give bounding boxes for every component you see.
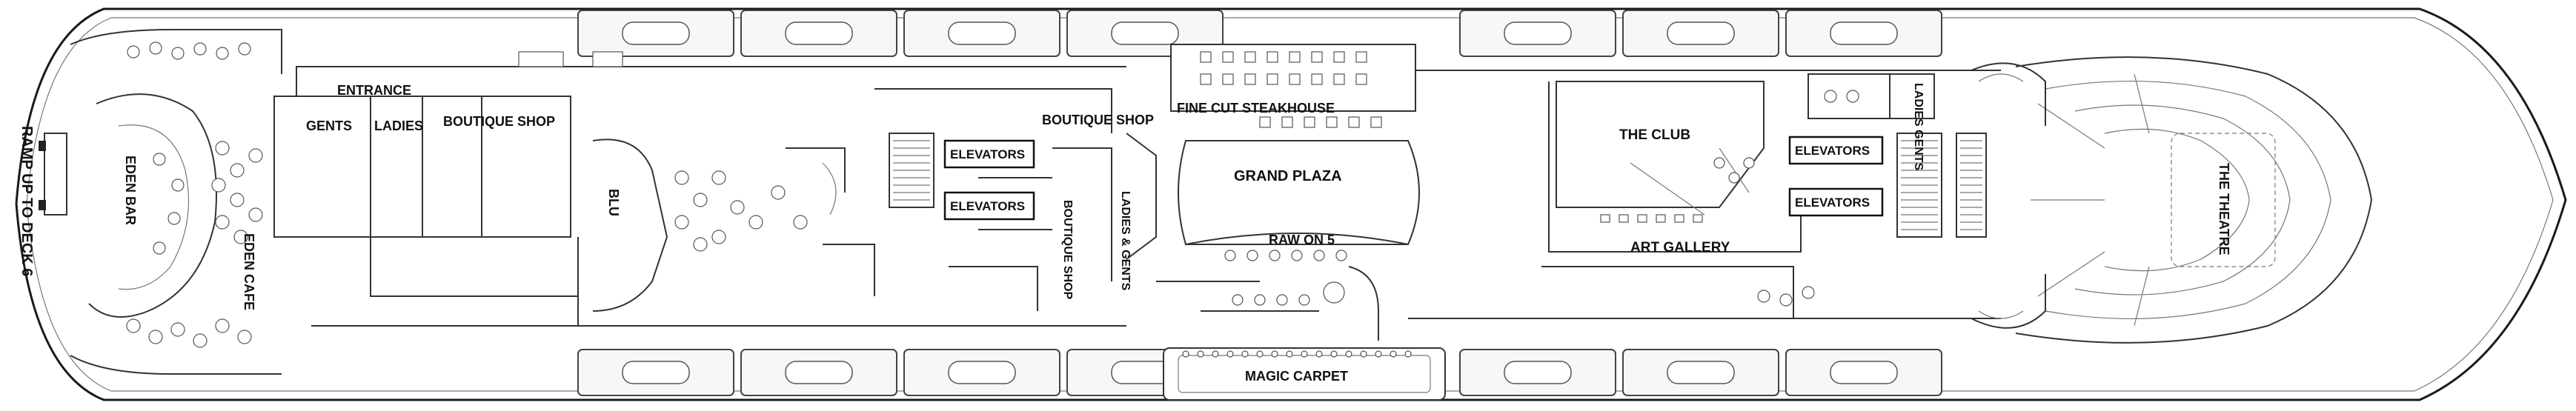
the-club-label: THE CLUB xyxy=(1619,127,1690,143)
ladies-gents-mid-label: LADIES & GENTS xyxy=(1119,191,1132,291)
forward-rooms xyxy=(273,51,623,326)
ladies-gents-aft-label: LADIES GENTS xyxy=(1912,83,1925,171)
grand-plaza-label: GRAND PLAZA xyxy=(1234,168,1342,184)
boutique-shop-1-label: BOUTIQUE SHOP xyxy=(443,114,555,129)
elevators-fwd-1-label: ELEVATORS xyxy=(950,147,1025,161)
blu-label: BLU xyxy=(606,189,621,216)
elevators-fwd-2-label: ELEVATORS xyxy=(950,199,1025,213)
theatre xyxy=(1956,56,2373,344)
elevators-fwd-2 xyxy=(943,191,1035,221)
lifeboats-top xyxy=(577,10,1942,57)
fine-cut-label: FINE CUT STEAKHOUSE xyxy=(1177,101,1335,116)
raw-on-5-label: RAW ON 5 xyxy=(1269,233,1335,247)
elevators-aft-1 xyxy=(1788,136,1884,165)
club-gallery-area xyxy=(1541,81,1815,318)
magic-carpet-platform xyxy=(1163,347,1446,401)
boutique-shop-3-label: BOUTIQUE SHOP xyxy=(1061,200,1074,300)
magic-carpet-label: MAGIC CARPET xyxy=(1245,369,1348,384)
entrance-label: ENTRANCE xyxy=(337,83,411,98)
aft-service-area xyxy=(1807,73,1942,238)
mid-forward-area xyxy=(874,88,1157,311)
elevators-fwd-1 xyxy=(943,139,1035,169)
grand-plaza-area xyxy=(1156,44,1420,341)
blu-area xyxy=(592,138,875,312)
elevators-aft-1-label: ELEVATORS xyxy=(1795,144,1870,158)
art-gallery-label: ART GALLERY xyxy=(1630,240,1730,255)
corridor-walls xyxy=(311,66,2001,327)
ramp-label: RAMP UP TO DECK 6 xyxy=(19,126,35,276)
boutique-shop-2-label: BOUTIQUE SHOP xyxy=(1042,113,1154,127)
eden-cafe-label: EDEN CAFE xyxy=(242,233,256,310)
elevators-aft-2-label: ELEVATORS xyxy=(1795,196,1870,210)
hull-inner-line xyxy=(26,17,2554,392)
ladies-fwd-label: LADIES xyxy=(374,118,423,133)
gents-fwd-label: GENTS xyxy=(306,118,352,133)
eden-bar-label: EDEN BAR xyxy=(123,156,138,225)
the-theatre-label: THE THEATRE xyxy=(2217,163,2231,255)
elevators-aft-2 xyxy=(1788,187,1884,217)
lifeboats-bottom xyxy=(577,349,1942,396)
eden-area xyxy=(39,29,282,375)
